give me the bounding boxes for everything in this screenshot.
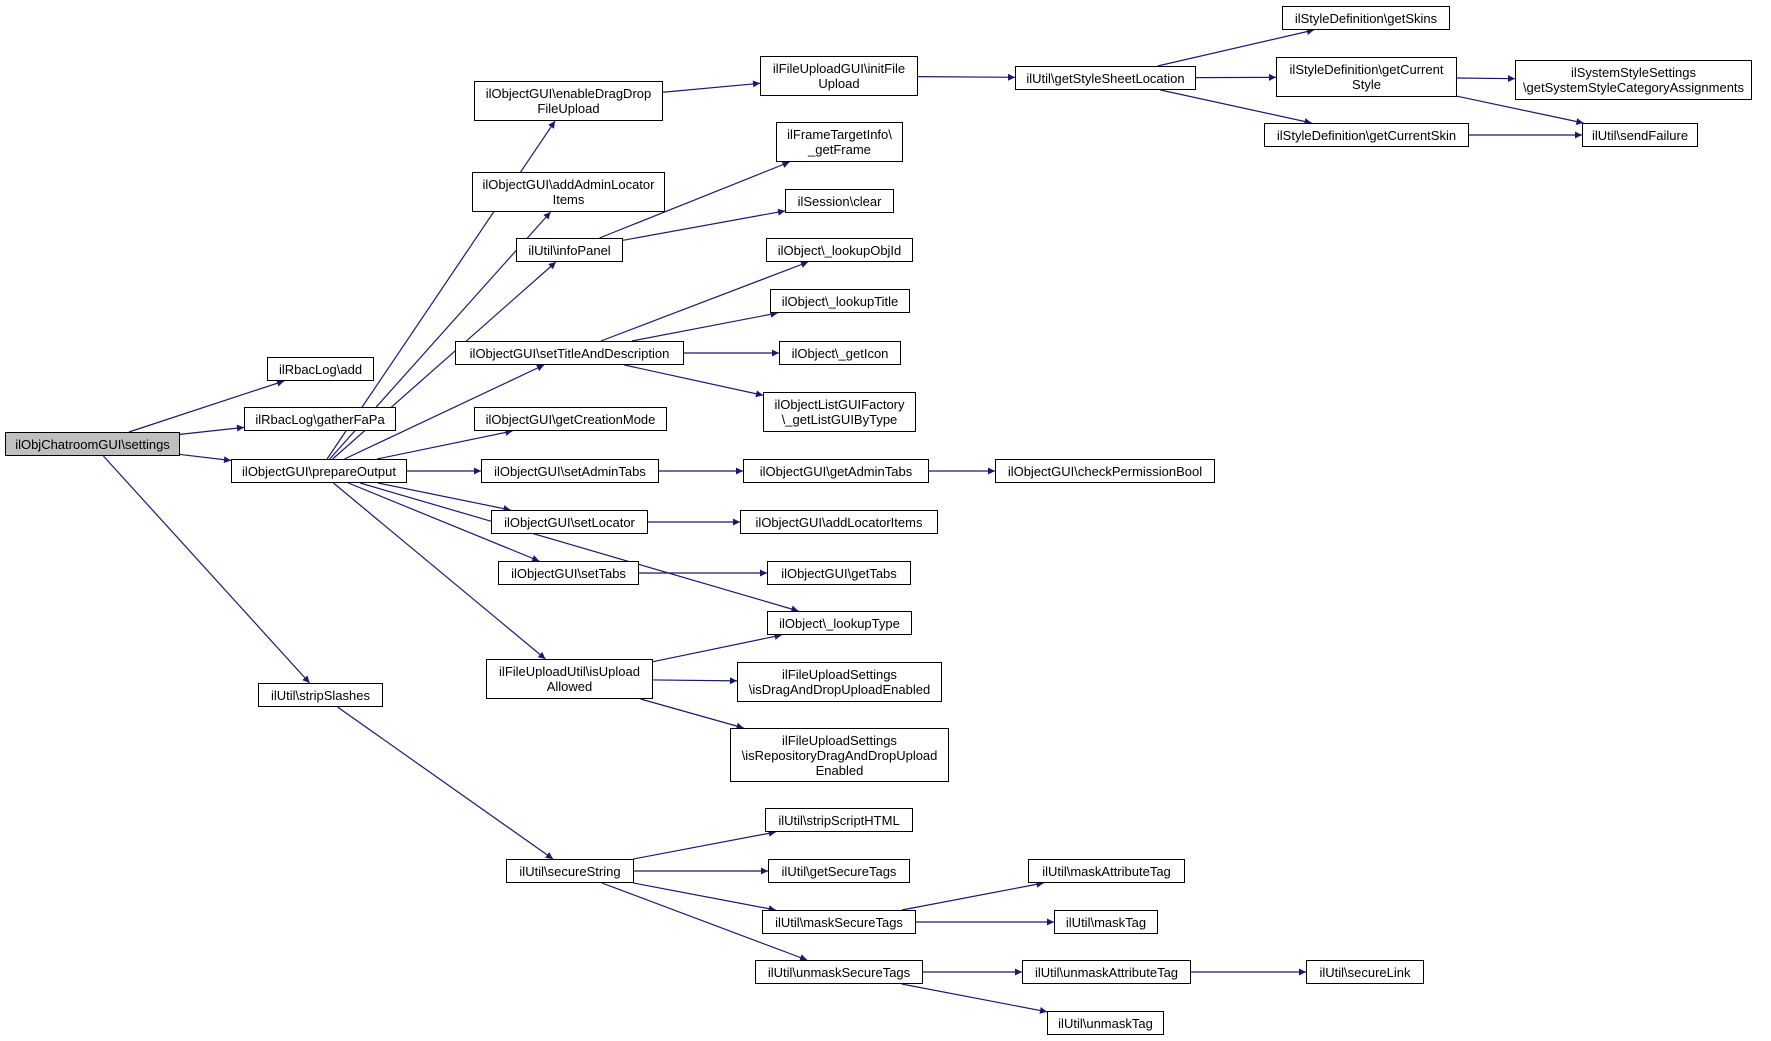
edge-getStyleSheetLocation-to-getCurrentSkin — [1160, 89, 1312, 125]
node-addAdminLocator[interactable]: ilObjectGUI\addAdminLocator Items — [472, 172, 665, 212]
node-getFrame[interactable]: ilFrameTargetInfo\ _getFrame — [776, 122, 903, 162]
node-prepareOutput[interactable]: ilObjectGUI\prepareOutput — [231, 459, 407, 483]
node-getCurrentSkin[interactable]: ilStyleDefinition\getCurrentSkin — [1264, 123, 1469, 147]
edge-prepareOutput-to-getCreationMode — [376, 428, 513, 460]
node-secureString[interactable]: ilUtil\secureString — [506, 859, 634, 883]
node-isUploadAllowed[interactable]: ilFileUploadUtil\isUpload Allowed — [486, 659, 653, 699]
edge-prepareOutput-to-setTitleDesc — [344, 364, 545, 460]
node-getSkins[interactable]: ilStyleDefinition\getSkins — [1282, 6, 1450, 30]
edge-initFileUpload-to-getStyleSheetLocation — [917, 73, 1016, 81]
edge-prepareOutput-to-setTabs — [348, 482, 540, 562]
edge-isUploadAllowed-to-ddEnabled — [652, 677, 738, 685]
node-setTitleDesc[interactable]: ilObjectGUI\setTitleAndDescription — [455, 341, 684, 365]
edge-setTitleDesc-to-listGUIFactory — [624, 364, 764, 398]
edge-enableDD-to-initFileUpload — [662, 80, 761, 93]
edge-isUploadAllowed-to-lookupType — [652, 632, 782, 663]
node-getStyleSheetLocation[interactable]: ilUtil\getStyleSheetLocation — [1015, 66, 1196, 90]
edge-secureString-to-stripScriptHTML — [633, 829, 776, 860]
edge-root-to-prepareOutput — [179, 453, 232, 464]
node-getCurrentStyle[interactable]: ilStyleDefinition\getCurrent Style — [1276, 57, 1457, 97]
node-getSecureTags[interactable]: ilUtil\getSecureTags — [768, 859, 910, 883]
edge-isUploadAllowed-to-repoDDEnabled — [640, 698, 744, 730]
node-maskSecureTags[interactable]: ilUtil\maskSecureTags — [762, 910, 916, 934]
node-checkPermissionBool[interactable]: ilObjectGUI\checkPermissionBool — [995, 459, 1215, 483]
node-initFileUpload[interactable]: ilFileUploadGUI\initFile Upload — [760, 56, 918, 96]
node-secureLink[interactable]: ilUtil\secureLink — [1306, 960, 1424, 984]
edge-root-to-stripSlashes — [102, 455, 311, 684]
edge-infoPanel-to-getFrame — [599, 161, 790, 239]
edge-getCurrentStyle-to-sysStyleCat — [1456, 75, 1516, 83]
node-lookupType[interactable]: ilObject\_lookupType — [767, 611, 912, 635]
edge-root-to-rbacAdd — [128, 379, 285, 433]
node-unmaskTag[interactable]: ilUtil\unmaskTag — [1047, 1011, 1164, 1035]
node-lookupTitle[interactable]: ilObject\_lookupTitle — [770, 289, 910, 313]
node-ddEnabled[interactable]: ilFileUploadSettings \isDragAndDropUploa… — [737, 662, 942, 702]
edge-stripSlashes-to-secureString — [337, 706, 554, 860]
node-stripScriptHTML[interactable]: ilUtil\stripScriptHTML — [765, 808, 913, 832]
node-enableDD[interactable]: ilObjectGUI\enableDragDrop FileUpload — [474, 81, 663, 121]
node-infoPanel[interactable]: ilUtil\infoPanel — [516, 238, 623, 262]
node-sysStyleCat[interactable]: ilSystemStyleSettings \getSystemStyleCat… — [1515, 60, 1752, 100]
node-unmaskSecureTags[interactable]: ilUtil\unmaskSecureTags — [755, 960, 923, 984]
edge-secureString-to-maskSecureTags — [633, 882, 776, 913]
node-repoDDEnabled[interactable]: ilFileUploadSettings \isRepositoryDragAn… — [730, 728, 949, 782]
node-unmaskAttributeTag[interactable]: ilUtil\unmaskAttributeTag — [1022, 960, 1191, 984]
node-rbacAdd[interactable]: ilRbacLog\add — [267, 357, 374, 381]
edge-secureString-to-unmaskSecureTags — [601, 882, 808, 961]
node-rbacGather[interactable]: ilRbacLog\gatherFaPa — [244, 407, 396, 431]
edge-getCurrentStyle-to-sendFailure — [1456, 95, 1584, 125]
edge-prepareOutput-to-isUploadAllowed — [333, 482, 546, 660]
node-getAdminTabs[interactable]: ilObjectGUI\getAdminTabs — [743, 459, 929, 483]
node-lookupObjId[interactable]: ilObject\_lookupObjId — [766, 238, 913, 262]
edge-setTitleDesc-to-lookupTitle — [631, 310, 778, 342]
node-setTabs[interactable]: ilObjectGUI\setTabs — [498, 561, 639, 585]
node-setLocator[interactable]: ilObjectGUI\setLocator — [491, 510, 648, 534]
node-root[interactable]: ilObjChatroomGUI\settings — [5, 432, 180, 456]
node-getCreationMode[interactable]: ilObjectGUI\getCreationMode — [474, 407, 667, 431]
node-maskTag[interactable]: ilUtil\maskTag — [1054, 910, 1158, 934]
node-maskAttributeTag[interactable]: ilUtil\maskAttributeTag — [1028, 859, 1185, 883]
edge-getStyleSheetLocation-to-getSkins — [1157, 28, 1315, 67]
edge-prepareOutput-to-setLocator — [377, 482, 511, 513]
edge-maskSecureTags-to-maskAttributeTag — [901, 880, 1044, 911]
node-listGUIFactory[interactable]: ilObjectListGUIFactory \_getListGUIByTyp… — [763, 392, 916, 432]
edge-unmaskSecureTags-to-unmaskTag — [901, 983, 1048, 1014]
edge-infoPanel-to-sessionClear — [622, 208, 786, 241]
edge-setTitleDesc-to-lookupObjId — [600, 261, 809, 342]
node-getIcon[interactable]: ilObject\_getIcon — [779, 341, 901, 365]
edge-root-to-rbacGather — [179, 424, 245, 435]
edge-prepareOutput-to-lookupType — [359, 482, 799, 613]
node-sessionClear[interactable]: ilSession\clear — [785, 189, 894, 213]
node-stripSlashes[interactable]: ilUtil\stripSlashes — [258, 683, 383, 707]
node-getTabs[interactable]: ilObjectGUI\getTabs — [767, 561, 911, 585]
node-addLocatorItems[interactable]: ilObjectGUI\addLocatorItems — [740, 510, 938, 534]
node-sendFailure[interactable]: ilUtil\sendFailure — [1582, 123, 1698, 147]
node-setAdminTabs[interactable]: ilObjectGUI\setAdminTabs — [481, 459, 659, 483]
